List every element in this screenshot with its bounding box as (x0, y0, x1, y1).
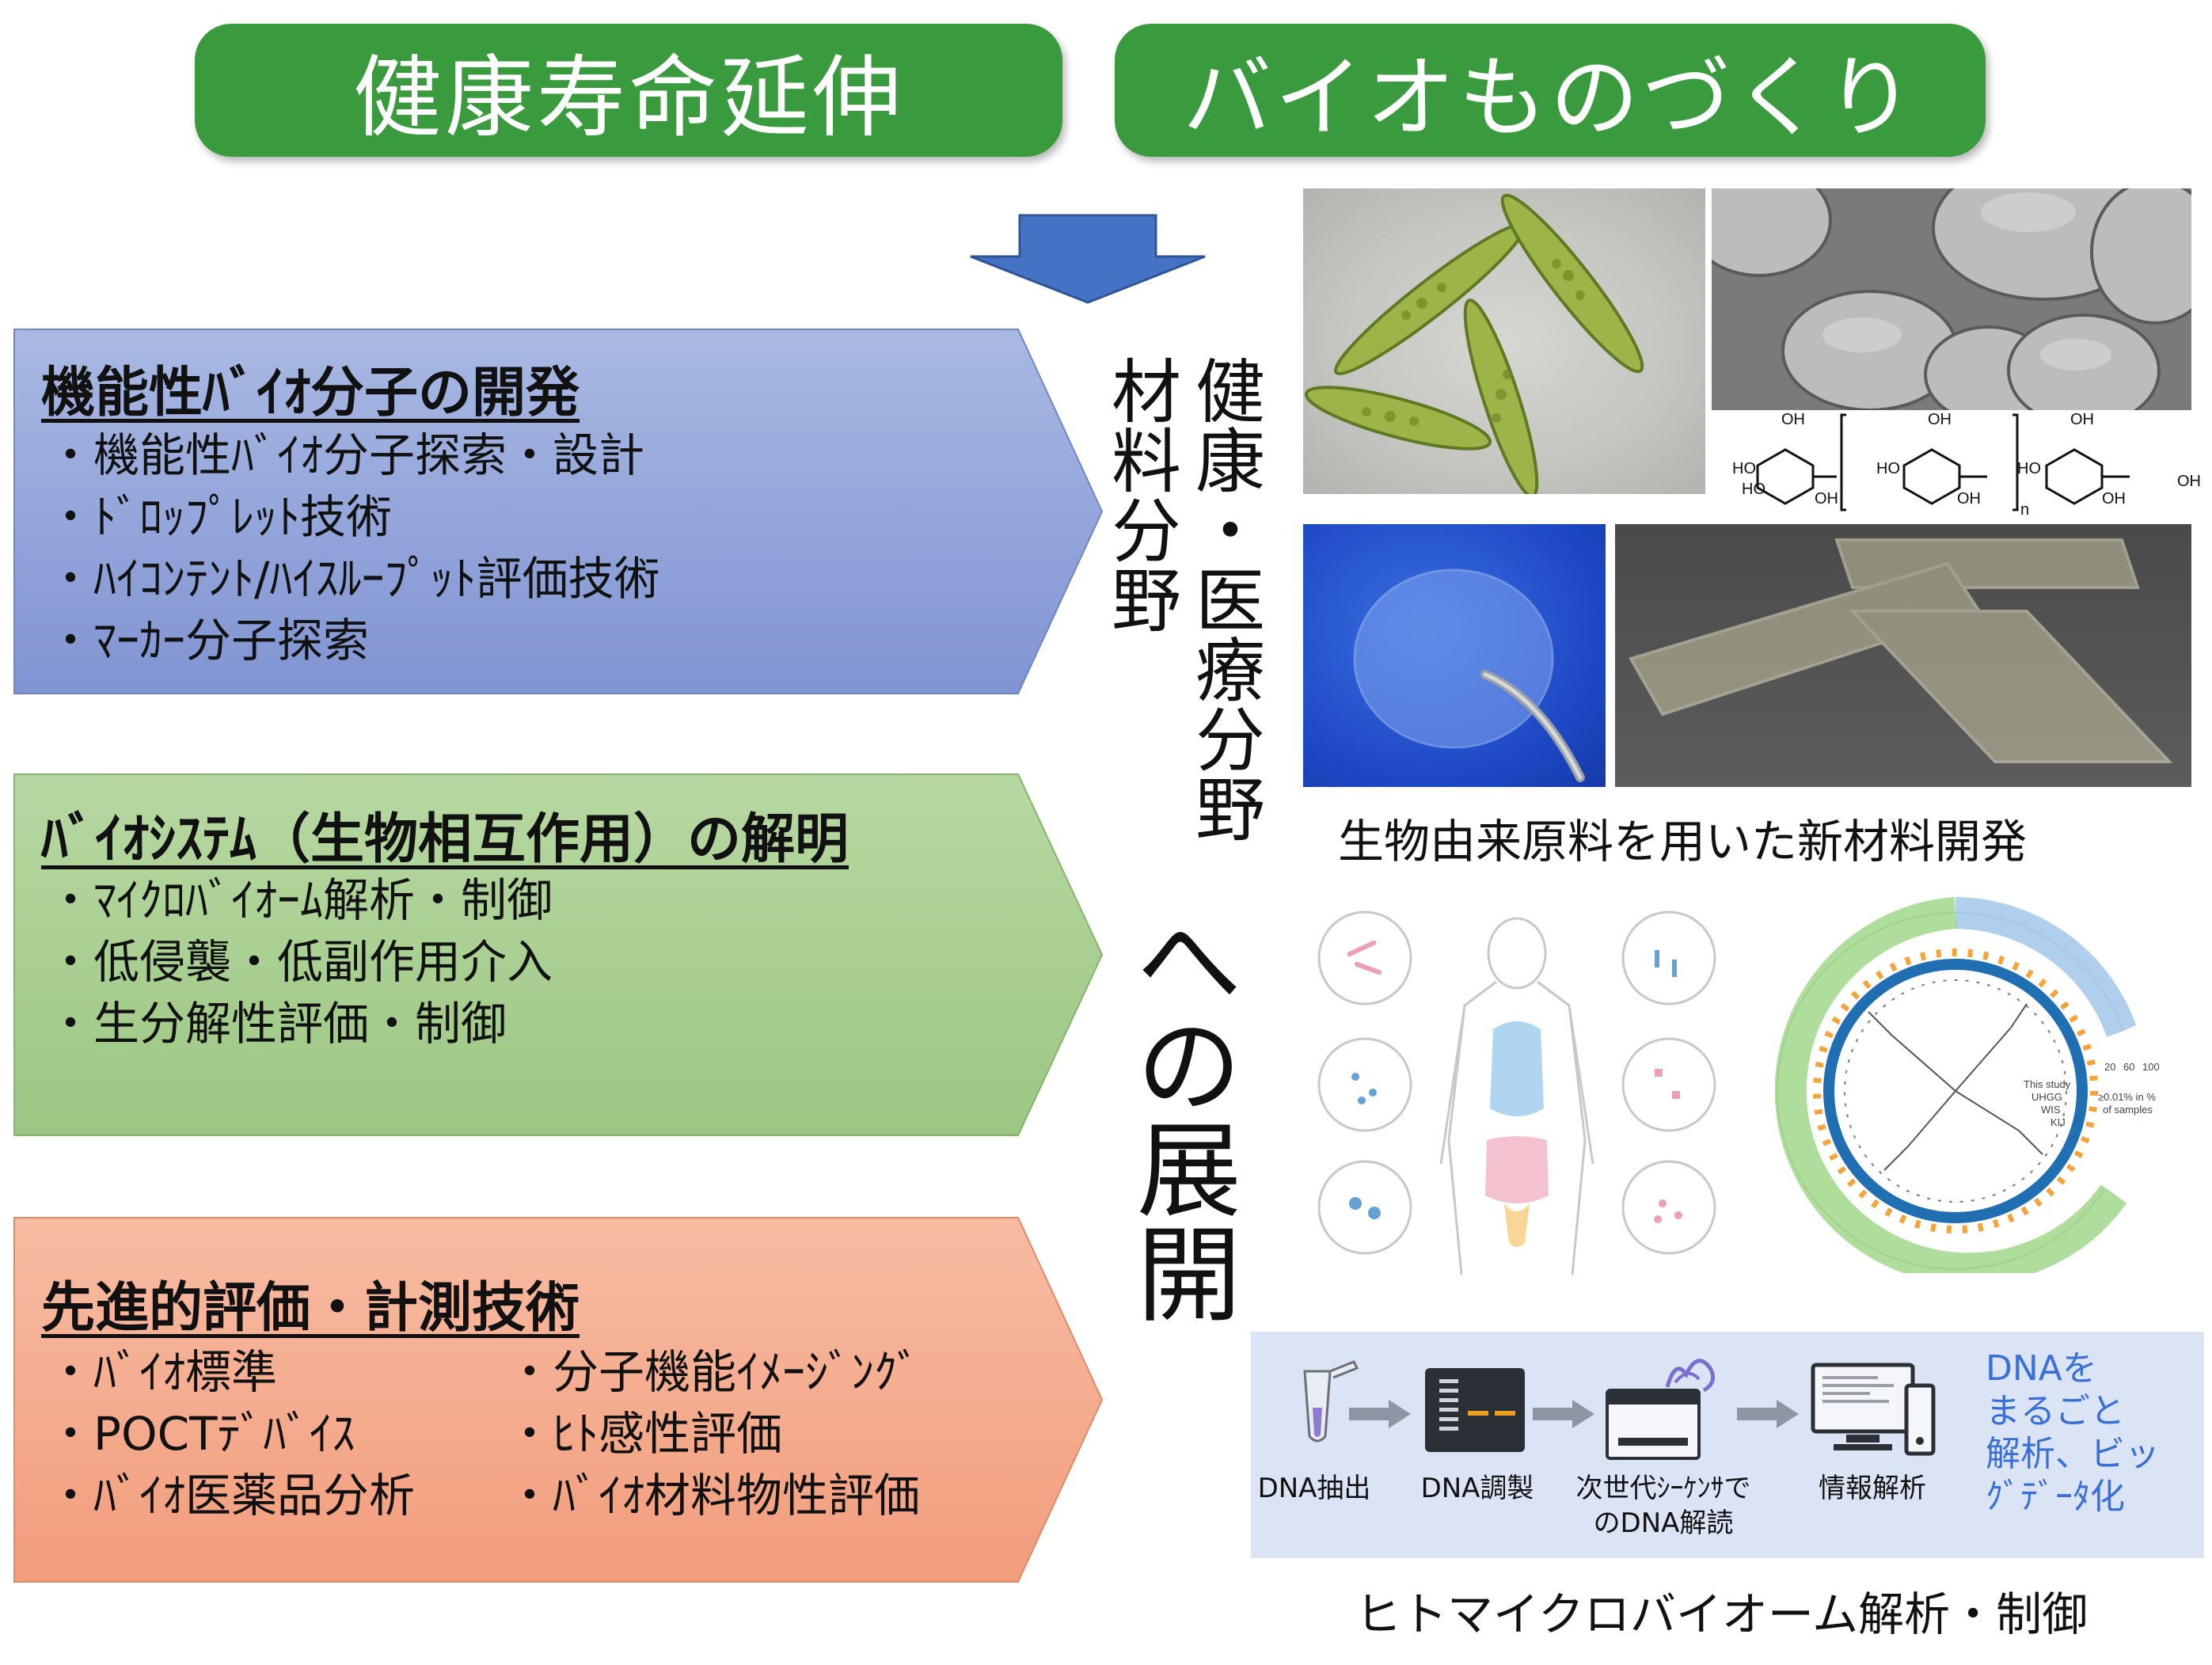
vertical-char: 療 (1195, 630, 1266, 712)
vertical-char: ・ (1195, 491, 1266, 572)
legend-scale2: of samples (2103, 1104, 2153, 1116)
euglena-micrograph (1303, 188, 1705, 494)
oh-label: OH (1957, 490, 1981, 507)
panel-measurement-list-right: ・分子機能ｲﾒｰｼﾞﾝｸﾞ ・ﾋﾄ感性評価 ・ﾊﾞｲｵ材料物性評価 (507, 1341, 920, 1526)
list-item: ・ﾊﾞｲｵ材料物性評価 (507, 1469, 921, 1522)
list-item: ・機能性ﾊﾞｲｵ分子探索・設計 (48, 428, 645, 482)
vertical-health-medical: 健康・医療分野 (1195, 358, 1265, 846)
transparent-film-photo (1303, 524, 1606, 787)
legend-uhgg: UHGG (2031, 1091, 2062, 1103)
legend-tick: 100 (2142, 1061, 2160, 1073)
vertical-char: へ (1137, 902, 1241, 1024)
vertical-expansion: への展開 (1137, 910, 1241, 1329)
sequencer-icon (1606, 1359, 1716, 1460)
legend-tick: 20 (2104, 1061, 2115, 1073)
oh-label: OH (1928, 411, 1952, 428)
step-dna-preparation: DNA調製 (1420, 1473, 1534, 1504)
panel-biomolecule-title: 機能性ﾊﾞｲｵ分子の開発 (41, 362, 580, 424)
vertical-char: 開 (1137, 1215, 1241, 1337)
vertical-char: 展 (1137, 1111, 1241, 1233)
legend-this-study: This study (2024, 1078, 2071, 1090)
step-dna-extraction: DNA抽出 (1257, 1473, 1371, 1504)
legend-kij: KIJ (2050, 1116, 2066, 1128)
list-item: ・ﾊｲｺﾝﾃﾝﾄ/ﾊｲｽﾙｰﾌﾟｯﾄ評価技術 (48, 552, 660, 606)
vertical-char: 野 (1112, 561, 1182, 642)
panel-measurement-list-left: ・ﾊﾞｲｵ標準 ・POCTﾃﾞﾊﾞｲｽ ・ﾊﾞｲｵ医薬品分析 (48, 1341, 415, 1526)
oh-label: OH (2070, 411, 2094, 428)
list-item: ・POCTﾃﾞﾊﾞｲｽ (48, 1407, 355, 1461)
vertical-char: 健 (1195, 352, 1266, 433)
ho-label: HO (1742, 481, 1765, 498)
list-item: ・ﾊﾞｲｵ医薬品分析 (48, 1469, 416, 1522)
glass-plates-photo (1615, 524, 2191, 787)
list-item: ・低侵襲・低副作用介入 (48, 935, 553, 989)
step-ngs-sequencing: 次世代ｼｰｹﾝｻで のDNA解読 (1575, 1473, 1751, 1539)
ho-label: HO (1732, 460, 1756, 477)
arrow-right-icon (1737, 1400, 1799, 1428)
panel-biosystem-list: ・ﾏｲｸﾛﾊﾞｲｵｰﾑ解析・制御 ・低侵襲・低副作用介入 ・生分解性評価・制御 (48, 869, 553, 1055)
ho-label: HO (1876, 460, 1900, 477)
computer-icon (1811, 1363, 1936, 1456)
header-health-longevity: 健康寿命延伸 (195, 24, 1062, 157)
oh-label: OH (2102, 490, 2126, 507)
dna-workflow-box: DNA抽出 DNA調製 次世代ｼｰｹﾝｻで のDNA解読 情報解析 DNAを ま… (1251, 1332, 2204, 1558)
down-arrow-icon (970, 214, 1206, 304)
vertical-char: 分 (1195, 700, 1266, 781)
panel-biosystem-title: ﾊﾞｲｵｼｽﾃﾑ（生物相互作用）の解明 (41, 808, 849, 871)
list-item: ・ﾏｲｸﾛﾊﾞｲｵｰﾑ解析・制御 (48, 873, 553, 927)
oh-label: OH (2177, 473, 2201, 490)
header-bio-manufacturing: バイオものづくり (1115, 24, 1986, 157)
list-item: ・ﾊﾞｲｵ標準 (48, 1345, 278, 1399)
circular-phylogenetic-tree: This study UHGG WIS KIJ ≥0.01% in % of s… (1750, 893, 2206, 1273)
oh-label: OH (1781, 411, 1805, 428)
arrow-right-icon (1349, 1400, 1411, 1428)
vertical-char: 野 (1195, 770, 1266, 851)
step-informatics: 情報解析 (1819, 1473, 1926, 1504)
n-label: n (2020, 501, 2029, 515)
panel-biosystem-bg (13, 774, 1104, 1136)
legend-scale: ≥0.01% in % (2098, 1091, 2156, 1103)
list-item: ・ﾏｰｶｰ分子探索 (48, 614, 370, 667)
arrow-right-icon (1533, 1400, 1594, 1428)
human-microbiome-illustration (1306, 903, 1727, 1283)
panel-measurement-bg (13, 1217, 1104, 1583)
test-tube-icon (1303, 1360, 1359, 1443)
vertical-char: 料 (1112, 421, 1182, 503)
legend-tick: 60 (2123, 1061, 2134, 1073)
legend-wis: WIS (2041, 1104, 2061, 1116)
list-item: ・分子機能ｲﾒｰｼﾞﾝｸﾞ (507, 1345, 921, 1399)
caption-material-development: 生物由来原料を用いた新材料開発 (1338, 815, 2028, 869)
vertical-material: 材料分野 (1112, 358, 1181, 637)
ho-label: HO (2017, 460, 2041, 477)
oh-label: OH (1815, 490, 1838, 507)
panel-measurement-title: 先進的評価・計測技術 (41, 1277, 580, 1340)
vertical-char: の (1137, 1006, 1241, 1128)
panel-biomolecule-bg (13, 329, 1104, 694)
vertical-char: 康 (1195, 421, 1266, 503)
list-item: ・生分解性評価・制御 (48, 997, 507, 1051)
paramylon-structure-diagram: OH OH OH HO HO HO HO OH OH OH OH n (1732, 411, 2201, 515)
list-item: ・ﾋﾄ感性評価 (507, 1407, 783, 1461)
list-item: ・ﾄﾞﾛｯﾌﾟﾚｯﾄ技術 (48, 490, 393, 544)
sem-granules-image (1712, 188, 2191, 410)
panel-biomolecule-list: ・機能性ﾊﾞｲｵ分子探索・設計 ・ﾄﾞﾛｯﾌﾟﾚｯﾄ技術 ・ﾊｲｺﾝﾃﾝﾄ/ﾊｲ… (48, 424, 660, 671)
vertical-char: 分 (1112, 491, 1182, 572)
caption-microbiome: ヒトマイクロバイオーム解析・制御 (1355, 1587, 2088, 1641)
vertical-char: 医 (1195, 561, 1266, 642)
vertical-char: 材 (1112, 352, 1182, 433)
gel-electrophoresis-icon (1425, 1368, 1525, 1452)
workflow-highlight: DNAを まるごと 解析、ビッ ｸﾞﾃﾞｰﾀ化 (1986, 1348, 2160, 1517)
